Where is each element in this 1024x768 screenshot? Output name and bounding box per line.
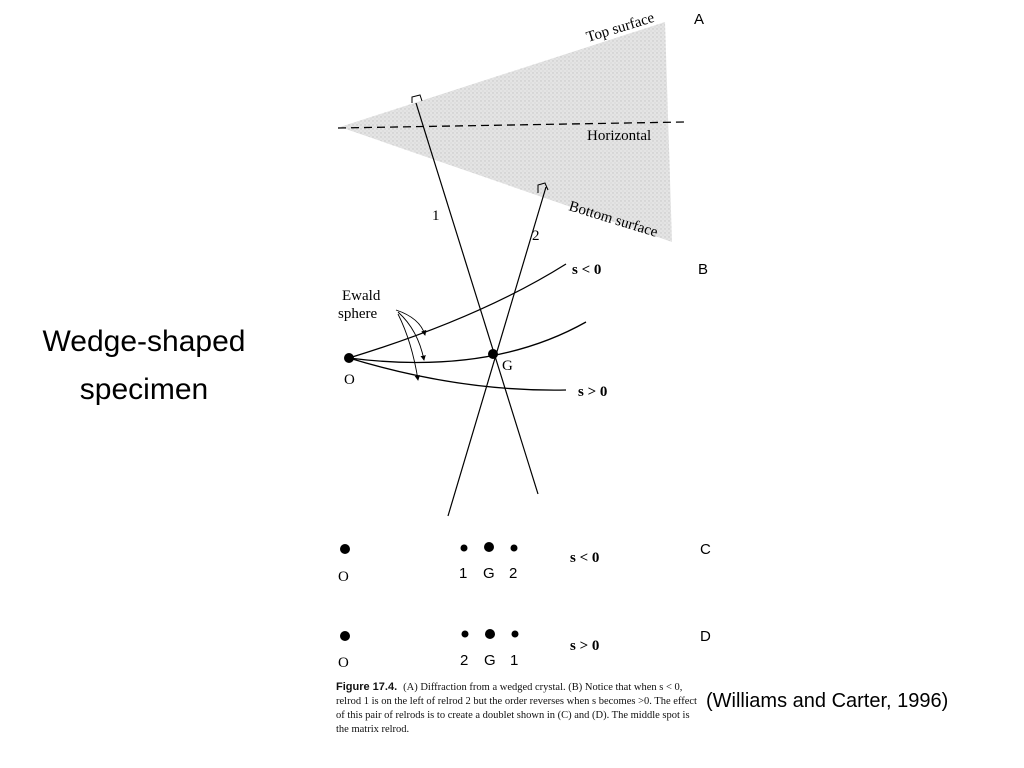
horizontal-label: Horizontal (587, 128, 651, 144)
relrod-label-2: 2 (532, 228, 540, 244)
row-c-s-label: s < 0 (570, 550, 599, 566)
panel-label-d: D (700, 628, 711, 645)
label-o: O (344, 372, 355, 388)
s-greater-label: s > 0 (578, 384, 607, 400)
citation: (Williams and Carter, 1996) (706, 690, 949, 712)
row-d-spot-left (461, 630, 469, 638)
row-d-spot-right (511, 630, 519, 638)
row-c-spot-right (510, 544, 518, 552)
row-c-spot-middle (484, 542, 494, 552)
label-g: G (502, 358, 513, 374)
origin-point-o (344, 353, 354, 363)
panel-label-b: B (698, 261, 708, 278)
point-g (488, 349, 498, 359)
ewald-pointer-3 (397, 313, 420, 381)
horizontal-dashed-line (337, 121, 685, 129)
row-c-spot-right-label: 2 (509, 565, 517, 582)
row-d-origin-spot (340, 631, 350, 641)
relrod-label-1: 1 (432, 208, 440, 224)
row-d-spot-left-label: 2 (460, 652, 468, 669)
panel-label-c: C (700, 541, 711, 558)
row-d-s-label: s > 0 (570, 638, 599, 654)
caption-text: (A) Diffraction from a wedged crystal. (… (336, 682, 697, 735)
ewald-sphere-s-positive (348, 357, 567, 391)
row-d-spot-right-label: 1 (510, 652, 518, 669)
row-d-spot-middle (485, 629, 495, 639)
wedge-specimen (340, 22, 672, 242)
right-angle-mark-2 (537, 182, 549, 193)
row-d-origin-label: O (338, 655, 349, 671)
s-less-label: s < 0 (572, 262, 601, 278)
caption-label: Figure 17.4. (336, 681, 398, 693)
row-d-spot-middle-label: G (484, 652, 496, 669)
row-c-spot-middle-label: G (483, 565, 495, 582)
row-c-spot-left (460, 544, 468, 552)
ewald-label-line1: Ewald (342, 288, 381, 304)
row-c-spot-left-label: 1 (459, 565, 467, 582)
row-c-origin-label: O (338, 569, 349, 585)
row-c-origin-spot (340, 544, 350, 554)
panel-label-a: A (694, 11, 704, 28)
ewald-pointer-1 (395, 309, 427, 336)
slide-title: Wedge-shaped specimen (42, 325, 246, 406)
ewald-sphere-s-zero (348, 321, 587, 364)
ewald-label-line2: sphere (338, 306, 377, 322)
relrod-1 (415, 102, 539, 495)
ewald-pointer-2 (397, 311, 426, 361)
ewald-sphere-s-negative (348, 263, 567, 359)
figure-caption: Figure 17.4.(A) Diffraction from a wedge… (336, 680, 702, 737)
right-angle-mark-1 (411, 94, 423, 103)
